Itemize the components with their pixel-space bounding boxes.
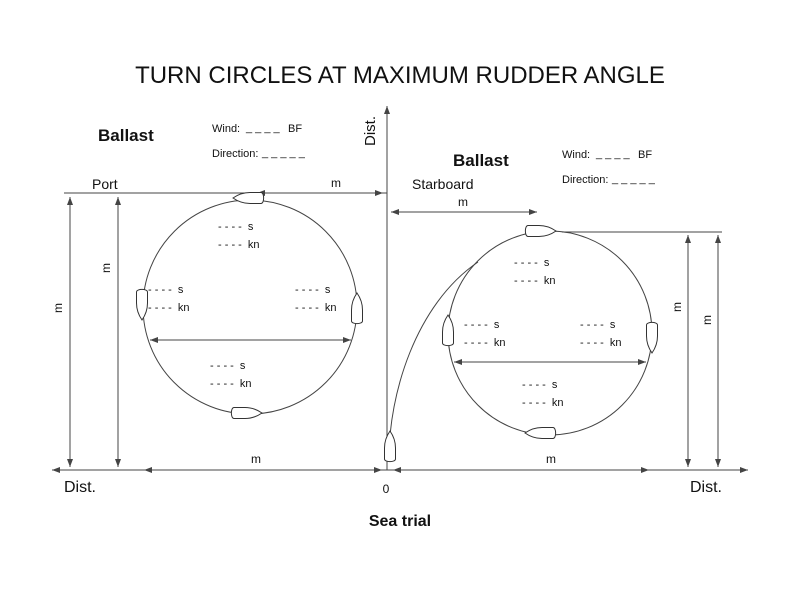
- ship-icon: [230, 407, 263, 419]
- starboard-approach-curve: [388, 261, 479, 459]
- starboard-reading-top-speed: - - - - kn: [514, 275, 556, 287]
- port-reading-left-time: - - - - s: [148, 284, 184, 296]
- starboard-reading-left-speed: - - - - kn: [464, 337, 506, 349]
- bottom-right-dist-label: Dist.: [690, 479, 722, 496]
- starboard-reading-right-speed: - - - - kn: [580, 337, 622, 349]
- sea-trial-caption: Sea trial: [369, 513, 431, 530]
- ship-icon: [524, 427, 557, 439]
- starboard-transfer-m: m: [458, 195, 468, 209]
- starboard-wind-blank: _ _ _ _: [595, 148, 631, 160]
- ship-icon: [351, 292, 363, 325]
- ship-icon: [646, 321, 658, 354]
- port-transfer-m: m: [331, 176, 341, 190]
- port-reading-left-speed: - - - - kn: [148, 302, 190, 314]
- port-wind-blank: _ _ _ _: [245, 122, 281, 134]
- port-dim-m-outer: m: [51, 303, 65, 313]
- port-side-label: Port: [92, 176, 118, 192]
- starboard-reading-right-time: - - - - s: [580, 319, 616, 331]
- starboard-wind-label: Wind:: [562, 149, 590, 161]
- port-wind-label: Wind:: [212, 123, 240, 135]
- ship-icon: [442, 314, 454, 347]
- vertical-dist-label: Dist.: [362, 116, 379, 146]
- port-reading-top-speed: - - - - kn: [218, 239, 260, 251]
- ship-icon: [232, 192, 265, 204]
- ship-icon: [384, 430, 396, 463]
- starboard-direction-label: Direction:: [562, 174, 608, 186]
- port-direction-label: Direction:: [212, 148, 258, 160]
- starboard-wind-unit: BF: [638, 149, 652, 161]
- port-reading-right-speed: - - - - kn: [295, 302, 337, 314]
- starboard-dim-m-inner: m: [670, 302, 684, 312]
- starboard-direction-blank: _ _ _ _ _: [611, 173, 656, 185]
- origin-label: 0: [383, 482, 390, 496]
- ship-icon: [136, 288, 148, 321]
- page-title: TURN CIRCLES AT MAXIMUM RUDDER ANGLE: [135, 62, 665, 89]
- port-reading-right-time: - - - - s: [295, 284, 331, 296]
- port-wind-unit: BF: [288, 123, 302, 135]
- port-dim-m-inner: m: [99, 263, 113, 273]
- port-reading-bottom-time: - - - - s: [210, 360, 246, 372]
- starboard-dim-m-outer: m: [700, 315, 714, 325]
- port-direction-blank: _ _ _ _ _: [261, 147, 306, 159]
- port-track-m: m: [251, 452, 261, 466]
- starboard-reading-top-time: - - - - s: [514, 257, 550, 269]
- starboard-reading-left-time: - - - - s: [464, 319, 500, 331]
- port-reading-bottom-speed: - - - - kn: [210, 378, 252, 390]
- starboard-ballast-label: Ballast: [453, 151, 509, 170]
- port-ballast-label: Ballast: [98, 126, 154, 145]
- bottom-left-dist-label: Dist.: [64, 479, 96, 496]
- starboard-reading-bottom-speed: - - - - kn: [522, 397, 564, 409]
- ship-icon: [524, 225, 557, 237]
- starboard-track-m: m: [546, 452, 556, 466]
- starboard-side-label: Starboard: [412, 176, 473, 192]
- port-reading-top-time: - - - - s: [218, 221, 254, 233]
- starboard-reading-bottom-time: - - - - s: [522, 379, 558, 391]
